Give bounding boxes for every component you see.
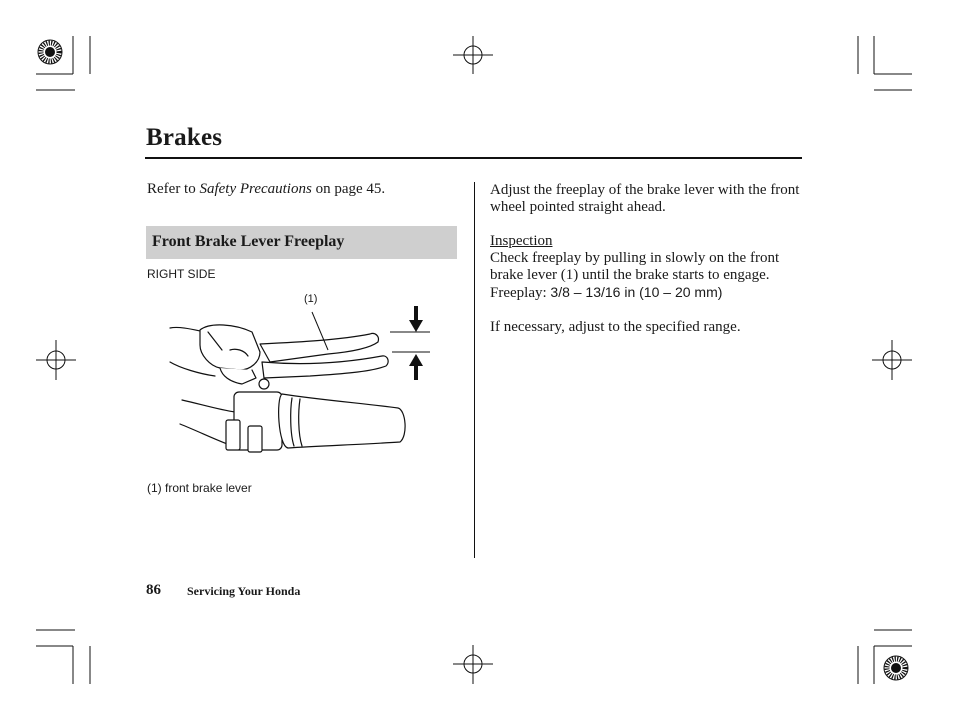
footer-section: Servicing Your Honda <box>187 584 301 598</box>
figure-label: RIGHT SIDE <box>147 267 216 281</box>
inspection-heading: Inspection <box>490 233 553 249</box>
figure-callout: (1) <box>304 293 318 305</box>
section-heading-box <box>146 226 457 259</box>
page-number: 86 <box>146 582 161 598</box>
starburst-mark-bottom-right <box>883 655 909 681</box>
starburst-mark-top-left <box>37 39 63 65</box>
title-rule <box>145 157 802 159</box>
refer-page[interactable]: 45 <box>366 181 382 197</box>
right-column: Adjust the freeplay of the brake lever w… <box>490 182 802 336</box>
refer-end: . <box>381 181 386 197</box>
column-divider <box>474 182 475 558</box>
intro-paragraph: Adjust the freeplay of the brake lever w… <box>490 182 800 215</box>
section-heading: Front Brake Lever Freeplay <box>152 233 345 250</box>
check-paragraph: Check freeplay by pulling in slowly on t… <box>490 250 780 283</box>
figure-caption: (1) front brake lever <box>147 481 252 495</box>
refer-prefix: Refer to <box>147 181 200 197</box>
safety-precautions-link[interactable]: Safety Precautions <box>199 181 312 197</box>
freeplay-value: 3/8 – 13/16 in (10 – 20 mm) <box>550 284 723 300</box>
page-title: Brakes <box>146 124 223 151</box>
refer-mid: on page <box>311 181 367 197</box>
freeplay-label: Freeplay: <box>490 285 551 301</box>
brake-lever-illustration <box>169 306 430 453</box>
adjust-paragraph: If necessary, adjust to the specified ra… <box>490 319 741 335</box>
freeplay-line: Freeplay: 3/8 – 13/16 in (10 – 20 mm) <box>490 284 802 302</box>
safety-reference: Refer to Safety Precautions on page 45. <box>147 181 385 198</box>
spacer <box>490 302 802 319</box>
spacer <box>490 216 802 233</box>
